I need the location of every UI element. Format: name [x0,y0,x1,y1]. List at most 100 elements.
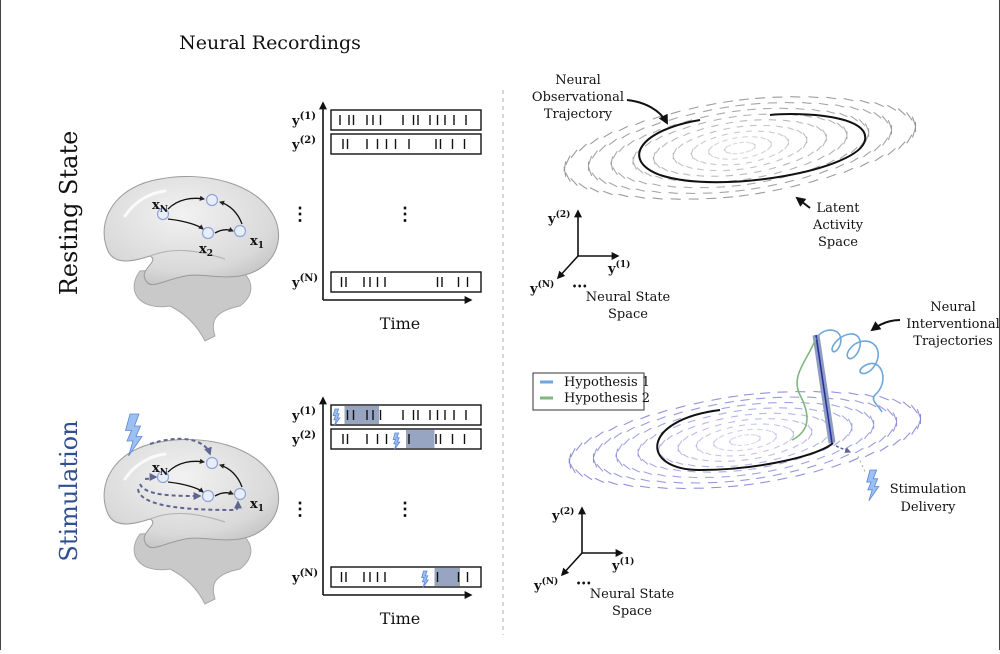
subscript: 1 [258,504,264,514]
field-vector [576,469,583,476]
field-vector [727,152,731,153]
field-vector [678,163,684,167]
field-vector [906,112,912,120]
field-vector [792,420,798,422]
field-vector [662,142,668,147]
field-vector [590,138,598,144]
label-line: Neural [930,300,976,315]
field-vector [632,433,639,438]
field-vector [844,168,853,172]
field-vector [604,438,611,444]
axis-label-y1: y(1) [607,259,630,277]
field-vector [678,144,683,148]
field-vector [756,439,760,442]
field-vector [739,455,745,456]
field-vector [812,109,821,111]
field-vector [739,425,745,426]
field-vector [652,191,661,193]
field-vector [879,396,888,400]
axis-label-y1: y(1) [611,556,634,574]
field-vector [738,435,743,436]
field-vector [597,443,602,451]
superscript: (2) [556,209,571,220]
field-vector [917,409,920,418]
stim-delivery-guide [858,456,866,474]
field-vector [650,463,657,467]
field-vector [764,163,770,165]
field-vector [700,162,706,164]
field-vector [708,404,717,406]
label-line: Delivery [900,500,956,515]
field-vector [870,416,874,424]
field-vector [751,188,760,190]
field-vector [669,193,678,194]
field-vector [719,413,727,415]
field-vector [642,459,648,464]
field-vector [732,185,741,186]
field-vector [829,150,835,155]
field-vector [893,412,896,421]
field-vector [727,145,731,147]
field-vector [746,151,750,153]
field-vector [911,405,917,413]
field-vector [788,454,795,457]
field-vector [778,478,788,480]
field-vector [831,392,841,393]
field-vector [673,158,677,164]
field-vector [859,119,865,125]
field-vector [683,126,691,129]
field-vector [595,478,604,482]
field-vector [744,394,754,395]
field-vector [863,109,871,113]
field-vector [874,112,881,118]
field-vector [809,180,819,183]
field-vector [662,167,668,171]
field-vector [844,99,854,101]
field-vector [790,185,800,188]
field-vector [576,443,582,451]
field-vector [763,450,769,452]
field-vector [604,132,613,137]
field-vector [653,152,655,159]
field-vector [769,454,775,456]
field-vector [855,400,864,403]
field-vector [803,133,807,139]
field-vector [801,403,810,404]
brain-cerebrum [104,439,278,547]
field-vector [624,439,630,445]
field-vector [705,453,711,455]
field-vector [739,195,749,196]
field-vector [657,481,666,482]
channel-ellipsis: ⋮ [291,499,309,520]
field-vector [888,120,891,129]
field-vector [917,420,920,429]
field-vector [673,476,682,477]
field-vector [745,414,752,415]
field-vector [737,475,746,476]
field-vector [696,441,698,447]
field-vector [613,151,617,159]
observational-trajectory-arrow [627,100,667,123]
field-vector [743,115,751,116]
field-vector [721,407,730,409]
field-vector [772,431,776,434]
field-vector [734,410,742,411]
field-vector [644,428,652,432]
field-vector [755,457,762,458]
field-vector [716,419,723,421]
field-vector [758,159,764,161]
field-vector [751,435,756,436]
field-vector [731,416,738,417]
field-vector [608,482,617,485]
field-vector [840,113,848,116]
superscript: (N) [538,279,555,290]
field-vector [788,154,794,157]
field-vector [623,484,633,486]
field-vector [571,178,578,185]
field-vector [793,445,799,448]
field-vector [632,468,640,472]
superscript: (2) [300,430,316,441]
field-vector [590,188,599,193]
field-vector [790,470,799,472]
